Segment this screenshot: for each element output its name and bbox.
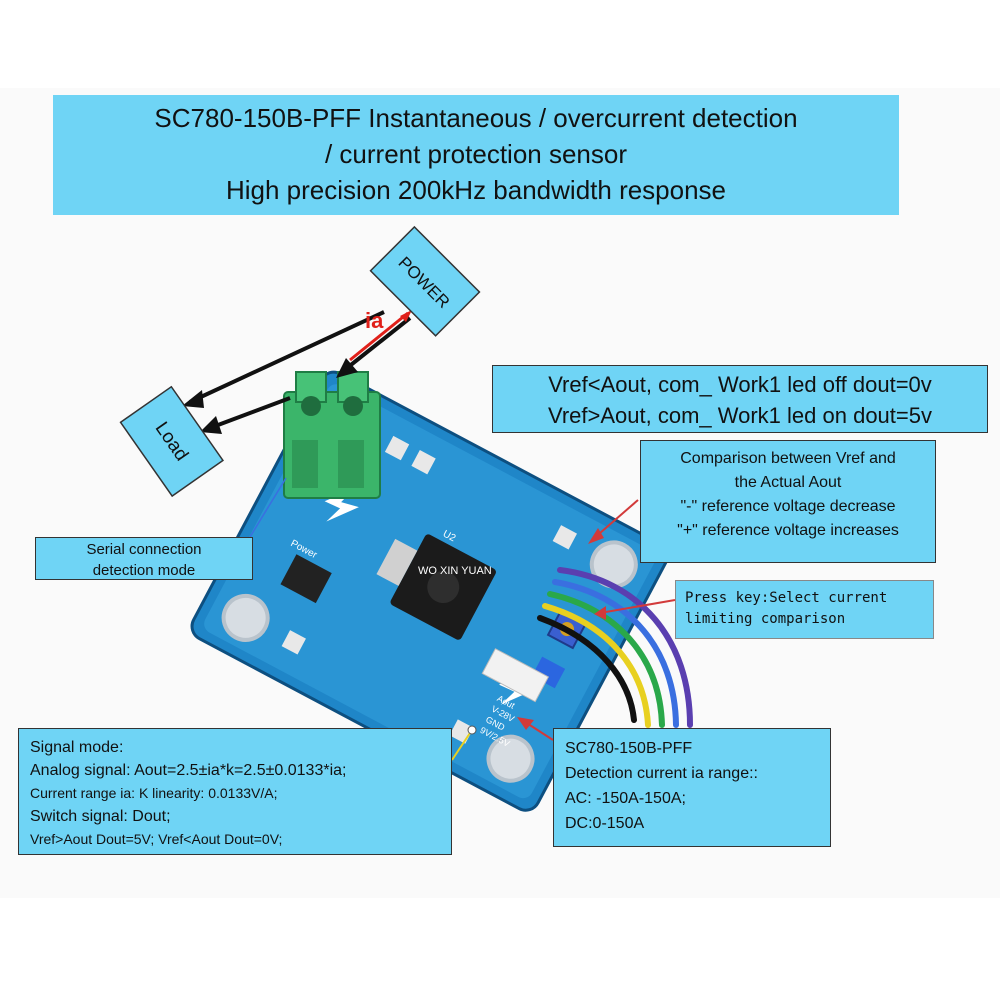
comparison-line-3: "-" reference voltage decrease (680, 498, 896, 515)
current-label: ia (365, 308, 384, 333)
signal-line-4: Switch signal: Dout; (30, 808, 171, 825)
signal-line-1: Signal mode: (30, 739, 124, 756)
press-line-2: limiting comparison (685, 611, 846, 627)
spec-line-3: AC: -150A-150A; (565, 790, 686, 807)
current-loop-arrows (182, 310, 412, 434)
spec-line-2: Detection current ia range:: (565, 765, 758, 782)
spec-line-4: DC:0-150A (565, 815, 645, 832)
serial-line-2: detection mode (92, 562, 196, 579)
press-line-1: Press key:Select current (685, 590, 888, 606)
comparison-line-4: "+" reference voltage increases (677, 522, 899, 539)
signal-line-3: Current range ia: K linearity: 0.0133V/A… (30, 785, 278, 801)
signal-wires (537, 567, 693, 728)
signal-line-5: Vref>Aout Dout=5V; Vref<Aout Dout=0V; (30, 831, 283, 847)
current-direction-arrow: ia (349, 308, 412, 362)
serial-pointer (249, 477, 287, 538)
comparison-line-2: the Actual Aout (734, 474, 842, 491)
callout-pointers (517, 499, 676, 741)
signal-pointer (451, 729, 473, 761)
title-line-2: / current protection sensor (324, 139, 628, 169)
spec-line-1: SC780-150B-PFF (565, 740, 693, 757)
board-label-u2: U2 (441, 529, 458, 545)
vref-line-1: Vref<Aout, com_ Work1 led off dout=0v (548, 372, 932, 397)
comparison-line-1: Comparison between Vref and (680, 450, 896, 467)
title-callout: SC780-150B-PFF Instantaneous / overcurre… (53, 95, 899, 215)
load-box: Load (119, 385, 225, 498)
signal-line-2: Analog signal: Aout=2.5±ia*k=2.5±0.0133*… (30, 762, 347, 779)
spec-callout: SC780-150B-PFF Detection current ia rang… (553, 728, 831, 847)
title-line-1: SC780-150B-PFF Instantaneous / overcurre… (154, 103, 798, 133)
serial-line-1: Serial connection (86, 541, 202, 558)
signal-mode-callout: Signal mode: Analog signal: Aout=2.5±ia*… (18, 728, 452, 855)
comparison-callout: Comparison between Vref and the Actual A… (640, 440, 936, 563)
title-line-3: High precision 200kHz bandwidth response (225, 175, 727, 205)
vref-callout: Vref<Aout, com_ Work1 led off dout=0v Vr… (492, 365, 988, 433)
press-key-callout: Press key:Select current limiting compar… (675, 580, 934, 639)
serial-callout: Serial connection detection mode (35, 537, 253, 580)
vref-line-2: Vref>Aout, com_ Work1 led on dout=5v (547, 403, 932, 428)
terminal-block (283, 371, 381, 499)
power-box: POWER (369, 225, 481, 337)
brand-watermark: WO XIN YUAN (418, 565, 492, 577)
